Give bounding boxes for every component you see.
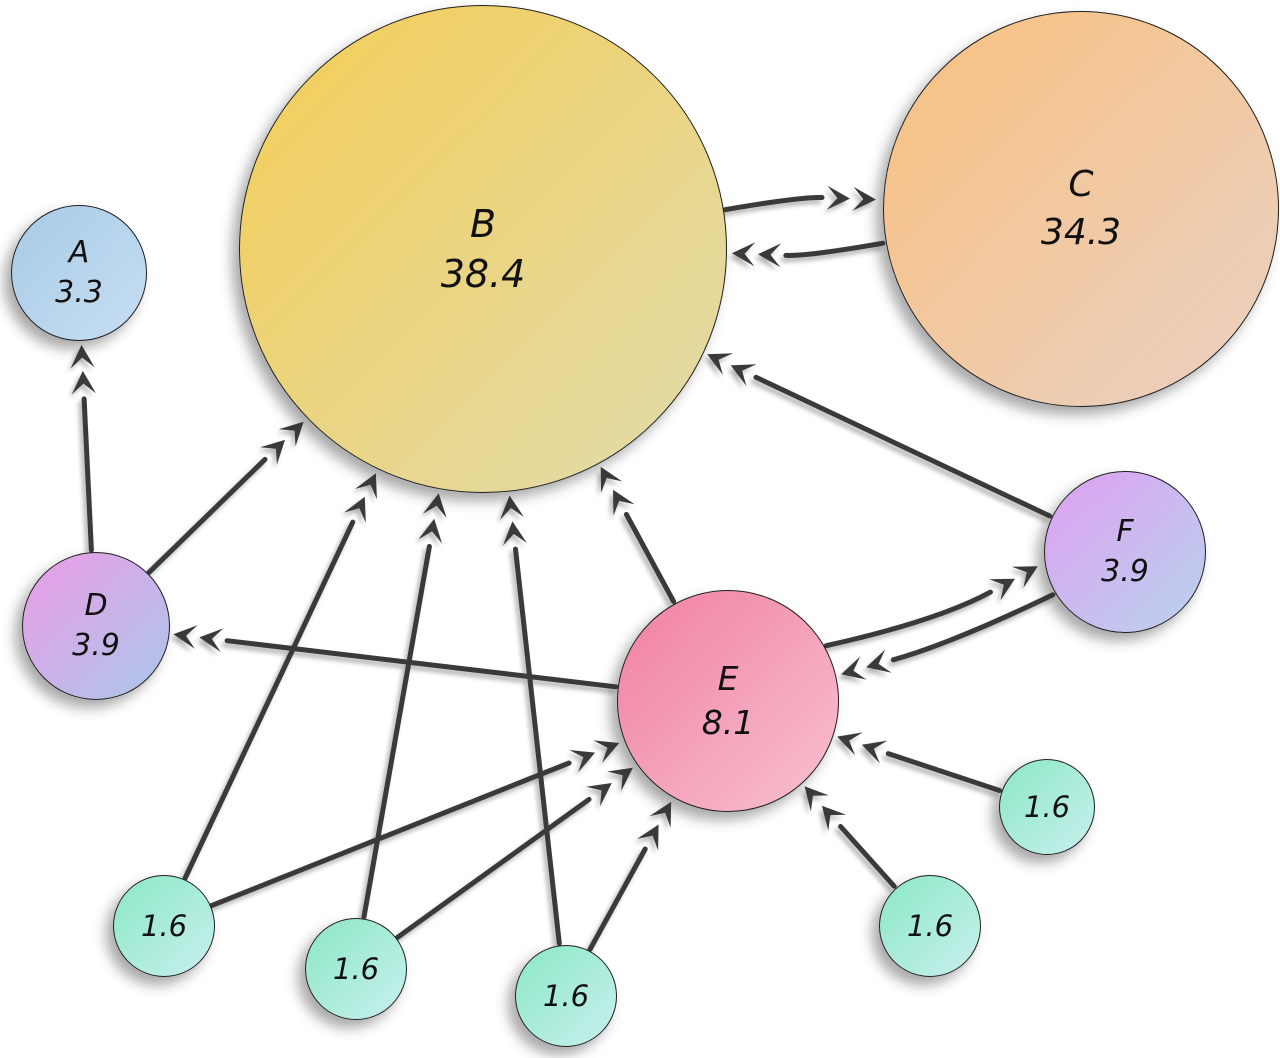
arrowhead-icon xyxy=(989,578,1015,601)
node-b: B 38.4 xyxy=(239,5,727,493)
node-p1: 1.6 xyxy=(113,875,215,977)
node-value: 1.6 xyxy=(542,978,590,1013)
arrowhead-icon xyxy=(199,628,224,652)
node-a: A 3.3 xyxy=(11,205,147,341)
arrowhead-icon xyxy=(278,421,304,447)
arrowhead-icon xyxy=(730,364,757,386)
node-d: D 3.9 xyxy=(22,552,170,700)
arrowhead-icon xyxy=(607,767,633,791)
edge-f-to-b xyxy=(707,353,1053,519)
arrowhead-icon xyxy=(71,370,96,395)
edge-p1-to-e xyxy=(208,740,620,909)
node-value: 34.3 xyxy=(1040,212,1122,253)
arrowhead-icon xyxy=(422,493,447,518)
node-value: 8.1 xyxy=(701,703,755,742)
arrowhead-icon xyxy=(355,473,377,500)
node-p4: 1.6 xyxy=(879,875,981,977)
arrowhead-icon xyxy=(503,521,527,546)
arrowhead-icon xyxy=(821,805,847,831)
node-c: C 34.3 xyxy=(883,11,1279,407)
edge-p3-to-e xyxy=(587,801,672,952)
edge-e-to-d xyxy=(173,625,619,690)
arrowhead-icon xyxy=(837,732,863,756)
edge-p2-to-b xyxy=(361,493,447,920)
node-e: E 8.1 xyxy=(617,590,839,812)
node-value: 3.9 xyxy=(1101,554,1149,589)
arrowhead-icon xyxy=(637,824,659,851)
arrowhead-icon xyxy=(173,625,198,649)
edge-p4-to-e xyxy=(804,786,897,889)
edge-p3-to-b xyxy=(500,495,562,946)
arrowhead-icon xyxy=(418,518,443,544)
node-value: 1.6 xyxy=(1023,789,1071,824)
arrowhead-icon xyxy=(70,344,95,369)
arrowhead-icon xyxy=(569,750,596,773)
edge-e-to-b xyxy=(600,466,677,604)
node-f: F 3.9 xyxy=(1044,471,1206,633)
arrowhead-icon xyxy=(1011,566,1038,588)
node-label: F xyxy=(1116,514,1134,550)
node-value: 38.4 xyxy=(440,252,526,296)
edge-p1-to-b xyxy=(182,473,377,881)
arrowhead-icon xyxy=(586,783,612,807)
arrowhead-icon xyxy=(344,496,366,523)
arrowhead-icon xyxy=(852,186,876,211)
arrowhead-icon xyxy=(841,656,867,680)
arrowhead-icon xyxy=(600,466,623,493)
arrowhead-icon xyxy=(866,649,892,673)
node-label: D xyxy=(84,588,108,624)
node-value: 3.9 xyxy=(72,628,120,663)
arrowhead-icon xyxy=(757,243,782,268)
arrowhead-icon xyxy=(593,740,620,763)
node-p2: 1.6 xyxy=(305,918,407,1020)
arrowhead-icon xyxy=(826,185,850,210)
arrowhead-icon xyxy=(731,242,756,267)
edge-b-to-c xyxy=(722,185,876,213)
edge-p2-to-e xyxy=(394,767,633,941)
arrowhead-icon xyxy=(804,786,829,812)
node-value: 1.6 xyxy=(140,908,188,943)
node-value: 1.6 xyxy=(332,951,380,986)
arrowhead-icon xyxy=(707,353,734,375)
node-label: C xyxy=(1068,164,1094,206)
arrowhead-icon xyxy=(500,495,524,520)
arrowhead-icon xyxy=(649,801,672,828)
node-p5: 1.6 xyxy=(999,759,1095,855)
arrowhead-icon xyxy=(861,740,888,764)
node-label: B xyxy=(469,201,497,246)
edge-c-to-b xyxy=(731,240,886,268)
edge-e-to-f xyxy=(823,566,1038,649)
node-label: A xyxy=(68,235,90,271)
node-label: E xyxy=(717,659,739,699)
node-p3: 1.6 xyxy=(515,945,617,1047)
edge-d-to-a xyxy=(70,344,96,553)
edge-f-to-e xyxy=(841,592,1056,680)
arrowhead-icon xyxy=(260,439,285,465)
node-value: 1.6 xyxy=(906,908,954,943)
edge-p5-to-e xyxy=(837,732,1002,793)
node-value: 3.3 xyxy=(55,275,103,310)
edge-d-to-b xyxy=(146,421,304,576)
arrowhead-icon xyxy=(613,489,635,516)
